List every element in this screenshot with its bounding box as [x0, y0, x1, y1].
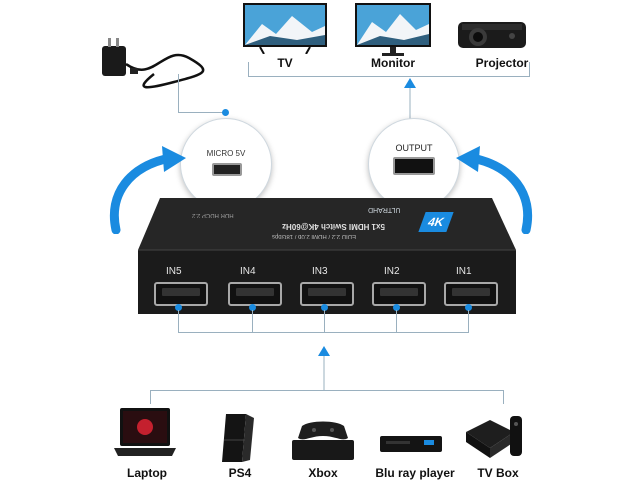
input-drop-2: [396, 310, 397, 332]
output-port-zoom: OUTPUT: [368, 118, 460, 210]
projector-label: Projector: [475, 56, 529, 70]
bluray-player-icon: [380, 436, 442, 452]
in5-label: IN5: [166, 266, 182, 277]
power-line-vertical: [178, 74, 179, 112]
bluray-device: [378, 428, 444, 458]
in5-hdmi-port: [154, 282, 208, 306]
in2-hdmi-port: [372, 282, 426, 306]
in2-label: IN2: [384, 266, 400, 277]
curved-arrow-icon: [456, 146, 532, 235]
tv-device: [242, 2, 328, 55]
projector-icon: [458, 22, 526, 48]
in3-label: IN3: [312, 266, 328, 277]
xbox-device: [290, 418, 356, 462]
monitor-icon: [355, 3, 431, 56]
model-line3: HDR HDCP 2.2: [192, 212, 234, 218]
source-bracket-left: [150, 390, 151, 404]
tvbox-label: TV Box: [477, 466, 519, 480]
power-line-horizontal: [178, 112, 226, 113]
ps4-device: [218, 412, 258, 464]
bluray-label: Blu ray player: [375, 466, 455, 480]
output-bracket-right: [529, 62, 530, 76]
curved-arrow-icon: [110, 146, 186, 235]
tv-label: TV: [277, 56, 293, 70]
laptop-label: Laptop: [127, 466, 167, 480]
input-drop-3: [324, 310, 325, 332]
tv-icon: [243, 3, 327, 55]
power-line-dot: [222, 109, 229, 116]
projector-device: [456, 14, 528, 54]
output-hdmi-port: [393, 157, 435, 175]
in5-dot: [175, 304, 182, 311]
hdmi-switch-box: 4K ULTRAHD 5x1 HDMI Switch 4K@60Hz EDID …: [132, 196, 520, 318]
left-curved-arrow: [100, 144, 190, 235]
xbox-label: Xbox: [308, 466, 338, 480]
tv-box-icon: [466, 416, 522, 458]
ps4-label: PS4: [228, 466, 252, 480]
output-bracket-bottom: [248, 76, 530, 77]
ps4-icon: [222, 414, 254, 462]
power-adapter-icon: [102, 38, 205, 89]
model-line1: 5x1 HDMI Switch 4K@60Hz: [282, 222, 385, 231]
tvbox-device: [462, 412, 526, 462]
input-drop-5: [178, 310, 179, 332]
in1-hdmi-port: [444, 282, 498, 306]
monitor-device: [354, 2, 432, 58]
micro-usb-port: [212, 163, 242, 176]
badge-4k-text: 4K: [425, 215, 447, 229]
in3-hdmi-port: [300, 282, 354, 306]
input-bracket-top: [178, 332, 469, 333]
in4-dot: [249, 304, 256, 311]
right-curved-arrow: [452, 144, 542, 235]
output-bracket-left: [248, 62, 249, 76]
up-arrow-input: [318, 346, 330, 390]
monitor-label: Monitor: [371, 56, 415, 70]
input-drop-4: [252, 310, 253, 332]
micro-port-label: MICRO 5V: [206, 149, 246, 158]
laptop-device: [112, 404, 178, 462]
brand-text: ULTRAHD: [368, 206, 401, 213]
in1-dot: [465, 304, 472, 311]
model-line2: EDID 2.2 / HDMI 2.0b / 18Gbps: [272, 233, 357, 239]
output-port-label: OUTPUT: [395, 143, 433, 153]
in4-label: IN4: [240, 266, 256, 277]
in2-dot: [393, 304, 400, 311]
up-arrow-output: [404, 78, 416, 120]
in3-dot: [321, 304, 328, 311]
power-adapter: [94, 34, 214, 94]
laptop-icon: [114, 408, 176, 456]
source-bracket-top: [150, 390, 504, 391]
xbox-icon: [292, 421, 354, 460]
in4-hdmi-port: [228, 282, 282, 306]
input-drop-1: [468, 310, 469, 332]
source-bracket-right: [503, 390, 504, 404]
in1-label: IN1: [456, 266, 472, 277]
